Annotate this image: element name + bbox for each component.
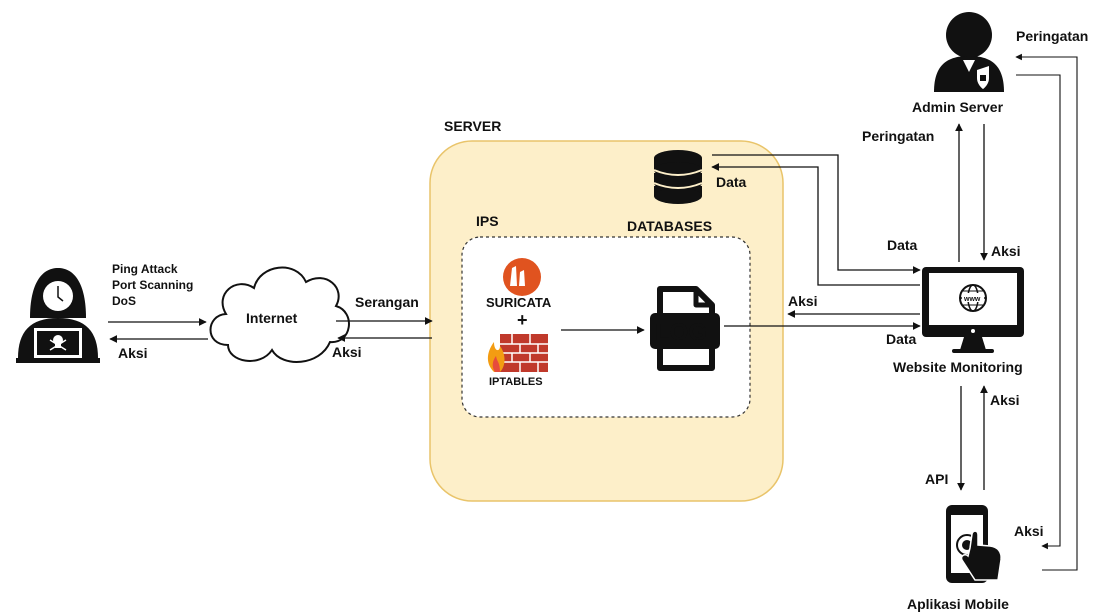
database-icon bbox=[653, 150, 703, 204]
plus-sign: + bbox=[517, 310, 528, 330]
admin-server-label: Admin Server bbox=[912, 99, 1004, 115]
www-badge bbox=[962, 293, 984, 302]
databases-label: DATABASES bbox=[627, 218, 712, 234]
aksi-right-label: Aksi bbox=[1014, 523, 1044, 539]
peringatan-admin-label: Peringatan bbox=[862, 128, 934, 144]
monitor-icon bbox=[922, 267, 1024, 353]
hacker-icon bbox=[16, 268, 100, 363]
admin-to-mobile-aksi-arrow bbox=[1016, 74, 1061, 550]
suricata-logo-icon bbox=[503, 258, 541, 296]
attacker-aksi-label: Aksi bbox=[118, 345, 148, 361]
db-to-wm-arrow bbox=[712, 154, 921, 274]
serangan-label: Serangan bbox=[355, 294, 419, 310]
internet-label: Internet bbox=[246, 310, 298, 326]
data-log-wm-label: Data bbox=[886, 331, 917, 347]
attack-type-port-scanning: Port Scanning bbox=[112, 278, 193, 292]
data-db-label: Data bbox=[716, 174, 747, 190]
aksi-admin-label: Aksi bbox=[991, 243, 1021, 259]
iptables-label: IPTABLES bbox=[489, 376, 543, 388]
attack-type-ping: Ping Attack bbox=[112, 262, 178, 276]
peringatan-top-label: Peringatan bbox=[1016, 28, 1088, 44]
mobile-to-admin-peringatan-arrow bbox=[1015, 53, 1078, 571]
aplikasi-mobile-label: Aplikasi Mobile bbox=[907, 596, 1009, 612]
mobile-app-icon bbox=[946, 505, 1002, 583]
server-title: SERVER bbox=[444, 118, 501, 134]
data-wm-top-label: Data bbox=[887, 237, 918, 253]
wm-to-db-arrow bbox=[711, 163, 920, 286]
api-label: API bbox=[925, 471, 948, 487]
suricata-label: SURICATA bbox=[486, 295, 552, 310]
www-icon-text: www bbox=[963, 296, 981, 303]
aksi-mobile-up-label: Aksi bbox=[990, 392, 1020, 408]
website-monitoring-label: Website Monitoring bbox=[893, 359, 1023, 375]
iptables-firewall-icon bbox=[487, 334, 548, 372]
ips-title: IPS bbox=[476, 213, 499, 229]
log-label: LOG bbox=[655, 319, 707, 346]
aksi-wm-log-label: Aksi bbox=[788, 293, 818, 309]
log-file-icon bbox=[650, 286, 720, 371]
attack-type-dos: DoS bbox=[112, 294, 136, 308]
internet-cloud-icon bbox=[209, 266, 350, 363]
admin-user-icon bbox=[934, 12, 1004, 92]
internet-aksi-label: Aksi bbox=[332, 344, 362, 360]
